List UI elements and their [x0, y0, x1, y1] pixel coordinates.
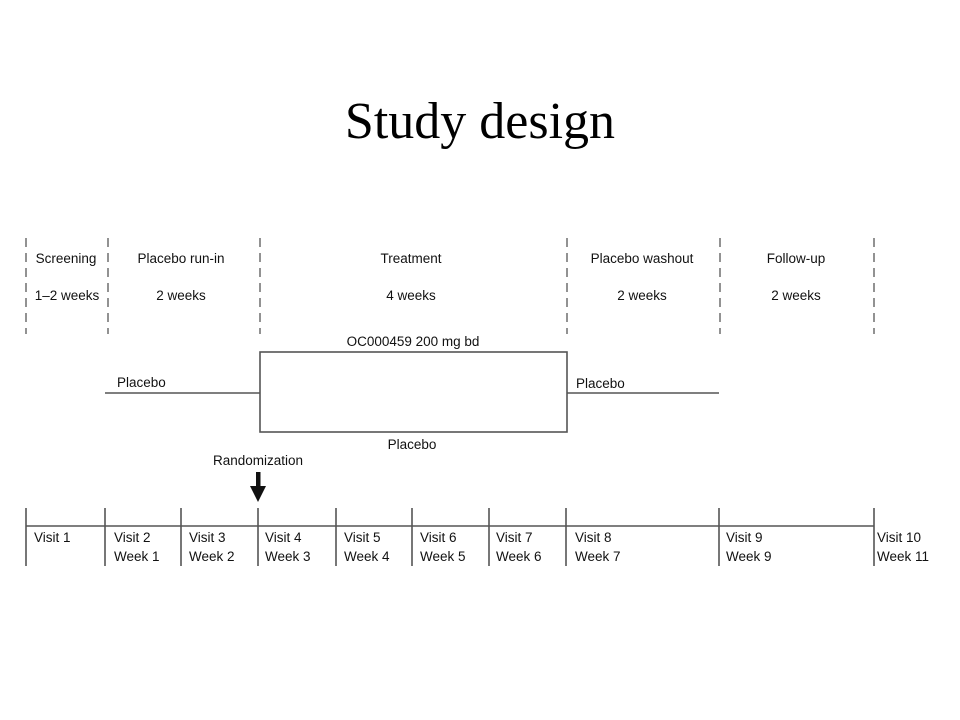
placebo-arm-label: Placebo: [388, 437, 437, 452]
visit-label: Visit 6: [420, 530, 457, 545]
visit-label: Visit 2: [114, 530, 151, 545]
visit-label: Visit 1: [34, 530, 71, 545]
week-label: Week 4: [344, 549, 390, 564]
visit-label: Visit 3: [189, 530, 226, 545]
treatment-arms-box: [259, 351, 568, 433]
phase-duration: 1–2 weeks: [35, 288, 100, 303]
week-label: Week 6: [496, 549, 542, 564]
phase-duration: 2 weeks: [156, 288, 206, 303]
active-arm-label: OC000459 200 mg bd: [347, 334, 480, 349]
washout-placebo-label: Placebo: [576, 376, 625, 391]
phase-name: Follow-up: [767, 251, 826, 266]
week-label: Week 9: [726, 549, 772, 564]
week-label: Week 7: [575, 549, 621, 564]
runin-placebo-label: Placebo: [117, 375, 166, 390]
phase-duration: 4 weeks: [386, 288, 436, 303]
visit-label: Visit 4: [265, 530, 302, 545]
week-label: Week 2: [189, 549, 235, 564]
randomization-label: Randomization: [213, 453, 303, 468]
phase-name: Treatment: [380, 251, 441, 266]
visit-label: Visit 5: [344, 530, 381, 545]
visit-label: Visit 7: [496, 530, 533, 545]
phase-name: Placebo run-in: [137, 251, 224, 266]
week-label: Week 3: [265, 549, 311, 564]
visit-label: Visit 8: [575, 530, 612, 545]
randomization-arrow-icon: [250, 472, 266, 502]
phase-duration: 2 weeks: [771, 288, 821, 303]
slide-title: Study design: [344, 93, 616, 150]
phase-name: Placebo washout: [591, 251, 694, 266]
phase-name: Screening: [36, 251, 97, 266]
week-label: Week 5: [420, 549, 466, 564]
visit-label: Visit 9: [726, 530, 763, 545]
phase-duration: 2 weeks: [617, 288, 667, 303]
week-label: Week 1: [114, 549, 160, 564]
visit-label: Visit 10: [877, 530, 921, 545]
week-label: Week 11: [877, 549, 929, 564]
